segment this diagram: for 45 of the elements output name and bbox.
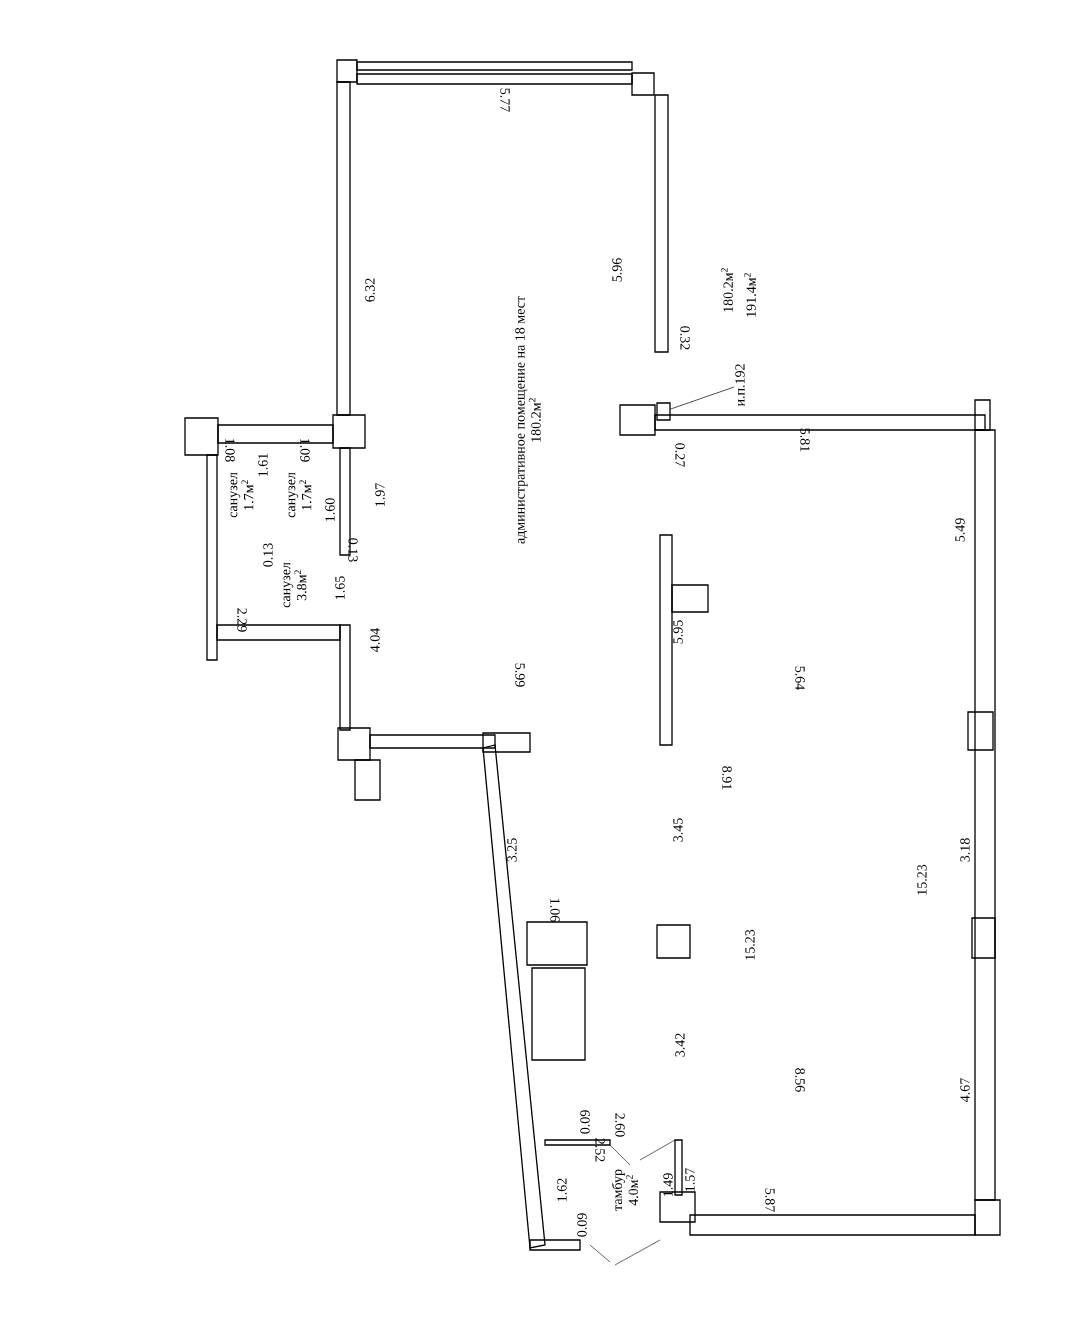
dimension-label: 0.09: [580, 1110, 590, 1134]
dimension-label: 0.13: [348, 538, 358, 562]
dimension-label: 2.60: [615, 1113, 625, 1137]
dimension-label: 0.13: [263, 543, 273, 567]
dimension-label: 4.67: [960, 1078, 970, 1102]
dimension-label: 5.96: [612, 258, 622, 282]
dimension-label: 3.25: [507, 838, 517, 862]
dimension-label: 15.23: [917, 864, 927, 895]
dimension-label: 8.56: [795, 1068, 805, 1092]
area-label: 191.4м$^{2}$: [744, 273, 756, 317]
dimension-label: 0.27: [675, 443, 685, 467]
dimension-label: 3.18: [960, 838, 970, 862]
dimension-label: 5.87: [765, 1188, 775, 1212]
dimension-label: 8.91: [722, 766, 732, 790]
dimension-label: 3.42: [675, 1033, 685, 1057]
dimension-label: 5.99: [515, 663, 525, 687]
room-label: и.п.192: [735, 364, 745, 407]
dimension-label: 1.61: [258, 453, 268, 476]
dimension-label: 1.49: [663, 1173, 673, 1196]
dimension-label: 0.09: [577, 1213, 587, 1237]
dimension-label: 1.97: [375, 483, 385, 506]
dimension-label: 6.32: [365, 278, 375, 302]
dimension-label: 1.57: [685, 1168, 695, 1191]
room-label: санузел 3.8м$^{2}$: [283, 562, 307, 608]
column: [656, 402, 671, 421]
room-label: административное помещение на 18 мест 180.2м$^{2}$: [515, 296, 541, 544]
dimension-label: 1.09: [300, 438, 310, 462]
leader-line: [670, 386, 735, 410]
dimension-label: 5.95: [673, 620, 683, 644]
dimension-label: 5.49: [955, 518, 965, 542]
dimension-label: 4.04: [370, 627, 380, 652]
dimension-label: 1.60: [325, 498, 335, 521]
dimension-label: 5.77: [500, 88, 510, 112]
room-label: санузел 1.7м$^{2}$: [230, 472, 254, 518]
dimension-label: 3.45: [673, 818, 683, 842]
dimension-label: 1.62: [557, 1178, 567, 1201]
room-label: тамбур 4.0м$^{2}$: [611, 1169, 639, 1211]
area-label: 180.2м$^{2}$: [721, 268, 733, 312]
dimension-label: 1.65: [335, 576, 345, 599]
dimension-label: 1.08: [225, 438, 235, 462]
dimension-label: 15.23: [745, 929, 755, 960]
dimension-label: 1.06: [550, 898, 560, 922]
dimension-label: 5.64: [795, 666, 805, 691]
dimension-label: 0.32: [680, 326, 690, 350]
room-label: санузел 1.7м$^{2}$: [288, 472, 312, 518]
